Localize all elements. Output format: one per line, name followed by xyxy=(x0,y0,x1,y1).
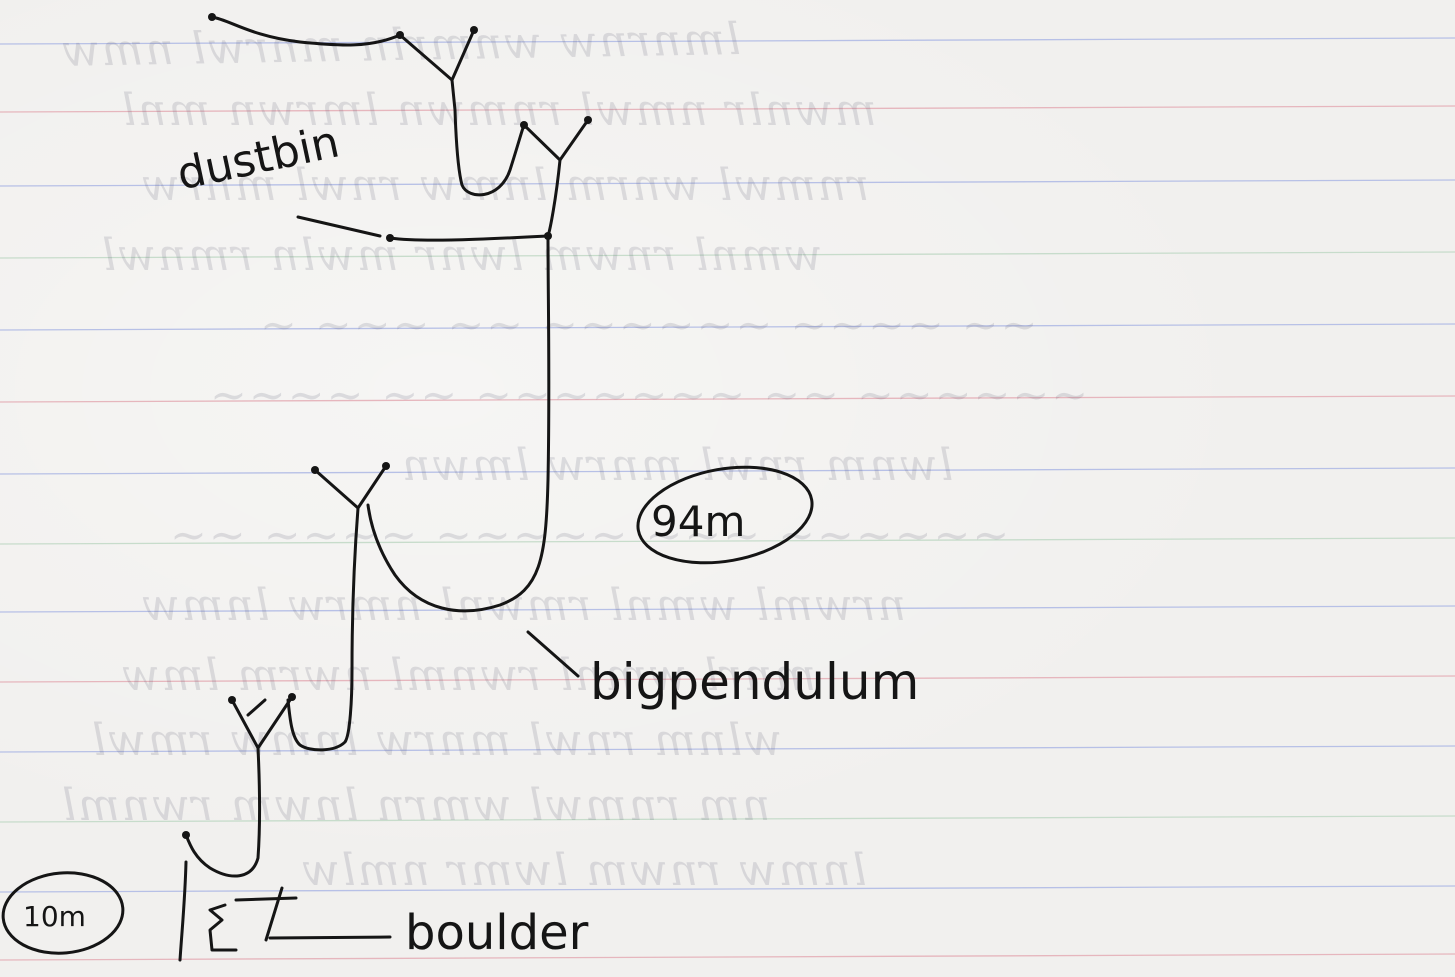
pendulum-pointer xyxy=(526,630,580,678)
anchor-dot xyxy=(382,462,390,470)
anchor-dot xyxy=(520,121,528,129)
y-hang-anchor xyxy=(246,698,267,717)
anchor-dot xyxy=(470,26,478,34)
rope-drop-2 xyxy=(286,506,360,752)
dustbin-pointer xyxy=(296,215,382,238)
anchor-dot xyxy=(584,116,592,124)
boulder-line xyxy=(268,935,392,940)
anchor-dot xyxy=(228,696,236,704)
rope-drop-3 xyxy=(184,746,261,878)
y-hang-anchor xyxy=(313,464,388,510)
rope-drop-1 xyxy=(450,78,526,197)
pendulum-rope xyxy=(366,158,562,613)
y-hang-anchor xyxy=(230,695,294,750)
floor-mark xyxy=(178,860,188,962)
y-hang-anchor xyxy=(522,118,590,162)
depth-94m-circle xyxy=(636,465,814,565)
traverse-rope xyxy=(388,234,550,242)
depth-10m-circle xyxy=(1,871,125,955)
boulder-pointer xyxy=(264,886,284,942)
bleed-through-line: ~~~~ ~~ ~~~~~~~ ~~ ~~~~~~ xyxy=(210,370,1091,421)
anchor-dot xyxy=(311,466,319,474)
depth-94m-label: 94m xyxy=(651,497,746,546)
anchor-dot xyxy=(396,31,404,39)
anchor-dot xyxy=(182,831,190,839)
anchor-dot xyxy=(288,693,296,701)
anchor-dot xyxy=(208,13,216,21)
bleed-through-line: ~~ ~~~~ ~~~~~ ~~~ ~~~~~~ xyxy=(170,510,1012,561)
boulder-top xyxy=(234,896,298,902)
top-traverse-rope xyxy=(210,15,402,47)
anchor-dot xyxy=(386,234,394,242)
anchor-dot xyxy=(544,232,552,240)
y-hang-anchor xyxy=(398,28,476,82)
boulder-shape xyxy=(208,903,238,952)
boulder-label: boulder xyxy=(405,905,589,961)
depth-10m-label: 10m xyxy=(23,900,86,933)
big-pendulum-label: bigpendulum xyxy=(590,653,920,711)
bleed-through-line: ~ ~~~ ~~ ~~~~~~ ~~~~ ~~ xyxy=(260,300,1040,351)
